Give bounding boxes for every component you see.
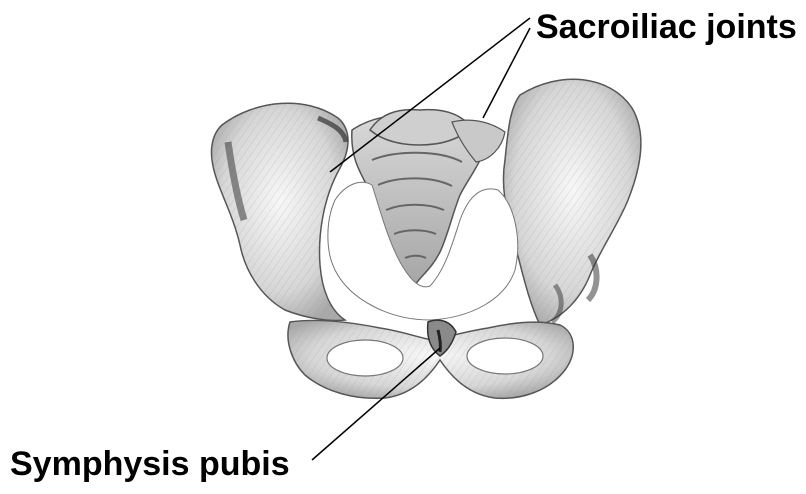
sacroiliac-joints-label: Sacroiliac joints — [536, 10, 797, 44]
pubic-region — [288, 320, 573, 398]
symphysis-pubis-label: Symphysis pubis — [10, 447, 290, 481]
left-ilium — [211, 103, 348, 320]
right-ilium — [503, 79, 641, 325]
